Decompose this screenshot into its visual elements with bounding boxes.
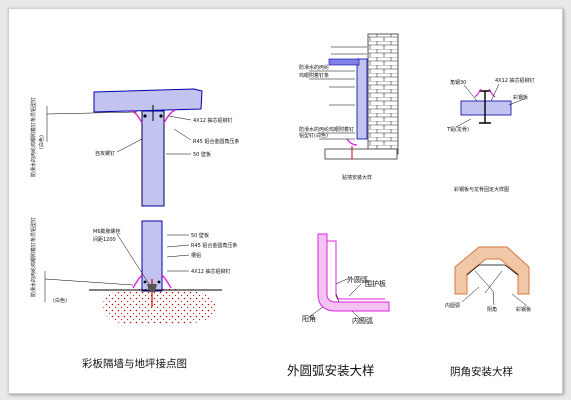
left-bottom-vertical-label-2: (白色) xyxy=(53,297,67,304)
outer-arc-detail xyxy=(308,233,390,322)
inner-arc-label: 内圆弧 xyxy=(352,316,373,325)
floor-junction-detail xyxy=(44,220,222,325)
keel-title: 彩钢板与龙骨固定大样图 xyxy=(454,186,509,193)
wall-mount-detail xyxy=(309,33,399,160)
rivet-label: 4X12 抽芯铝铆钉 xyxy=(193,117,233,124)
inner-panel-label: 彩钢板 xyxy=(516,306,531,313)
inner-arc-corner-label: 内圆弧 xyxy=(445,302,460,309)
detail-drawings: 防滑水的丙纶鸡眼附着钉条员铝型钉 (白色) 4X12 抽芯铝铆钉 R45 铝合金… xyxy=(30,33,535,378)
outer-corner-label: 阳角 xyxy=(302,314,316,323)
left-top-vertical-label-2: (白色) xyxy=(38,135,45,149)
rivet-label-bottom: 4X12 抽芯铝铆钉 xyxy=(191,268,231,275)
guard-panel-label: 围护板 xyxy=(365,279,386,288)
r45-label-bottom: R45 铝合金圆角压条 xyxy=(191,242,237,249)
screw-label: 自攻螺钉 xyxy=(95,150,115,157)
keel-fixing-detail xyxy=(455,83,525,128)
wall-label-2: 鸡眼附着钉条 xyxy=(299,72,329,79)
r45-label: R45 铝合金圆角压条 xyxy=(193,138,239,145)
channel-label: 槽铝 xyxy=(191,252,201,259)
left-top-vertical-label: 防滑水的丙纶鸡眼附着钉条员铝型钉 xyxy=(30,97,37,177)
wall-title: 贴墙安装大样 xyxy=(342,174,372,181)
left-title: 彩板隔墙与地坪接点图 xyxy=(82,357,187,370)
inner-corner-title: 阴角安装大样 xyxy=(450,365,513,378)
arc-title: 外圆弧安装大样 xyxy=(287,363,375,378)
m6-spacing-label: 间距1200 xyxy=(93,236,116,243)
inner-corner-detail xyxy=(454,246,530,307)
panel-50-label: 50 壁板 xyxy=(193,151,211,158)
m6-bolt-label: M6膨胀螺栓 xyxy=(93,228,121,235)
outer-arc-label: 外圆弧 xyxy=(347,275,368,284)
angle-steel-label: 角钢30 xyxy=(450,79,466,86)
wall-label-3: 防滑水的丙纶鸡眼附着钉 xyxy=(299,126,354,133)
t-keel-label: T铝(龙骨) xyxy=(446,126,469,133)
drawing-sheet: 防滑水的丙纶鸡眼附着钉条员铝型钉 (白色) 4X12 抽芯铝铆钉 R45 铝合金… xyxy=(8,8,563,394)
wall-label-1: 防滑水的丙纶 xyxy=(299,64,329,71)
panel-50-label-bottom: 50 壁板 xyxy=(191,232,209,239)
wall-label-4: 铝型钉(白色) xyxy=(299,132,328,139)
ceiling-junction-detail xyxy=(46,88,203,207)
left-bottom-vertical-label: 防滑水的丙纶鸡眼附着钉条员铝型钉 xyxy=(30,217,37,297)
color-panel-label: 彩钢板 xyxy=(513,94,528,101)
keel-rivet-label: 4X12 抽芯铝铆钉 xyxy=(495,77,535,84)
inner-corner-label: 阴角 xyxy=(487,306,497,313)
